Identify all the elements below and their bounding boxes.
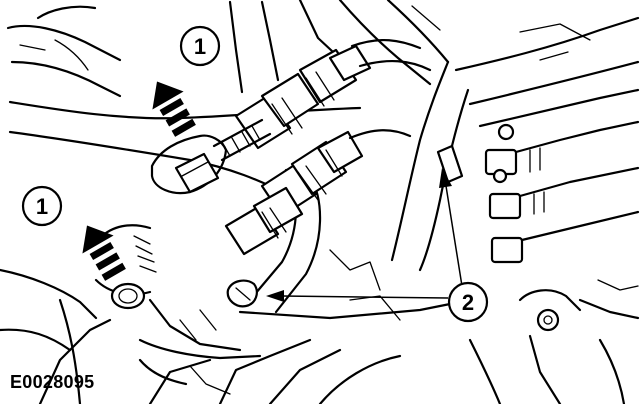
callout-1-left: 1	[21, 185, 63, 227]
figure-reference-code: E0028095	[10, 372, 95, 392]
callout-2-leaders	[266, 168, 463, 302]
callout-1-left-label: 1	[36, 194, 48, 219]
leader-arrowhead-left	[266, 290, 284, 302]
callout-1-top: 1	[179, 25, 221, 67]
direction-arrow-top	[152, 81, 196, 137]
callout-1-top-label: 1	[194, 34, 206, 59]
callout-2: 2	[447, 281, 489, 323]
direction-arrow-left	[82, 225, 126, 281]
callout-2-label: 2	[462, 290, 474, 315]
leader-arrowhead-up	[439, 168, 452, 188]
fuel-connector-cluster	[224, 38, 432, 256]
